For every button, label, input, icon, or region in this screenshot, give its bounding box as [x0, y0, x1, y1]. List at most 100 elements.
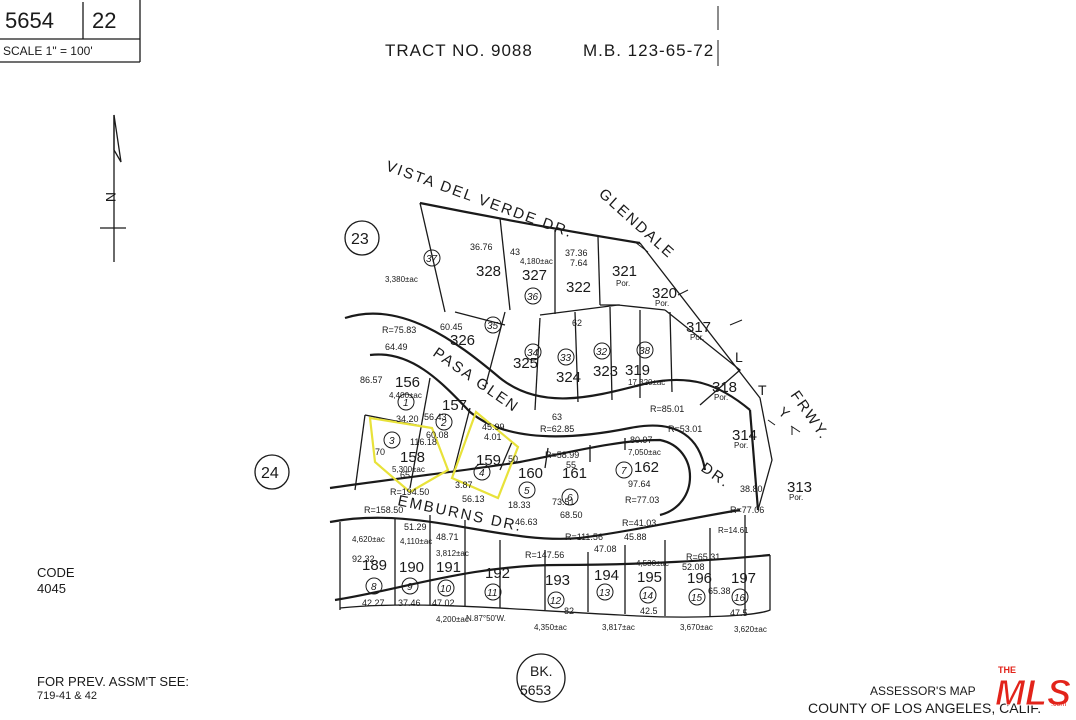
svg-text:3,812±ac: 3,812±ac: [436, 549, 469, 558]
mls-logo-icon: THE MLS .com: [993, 662, 1072, 714]
code-value: 4045: [37, 581, 66, 596]
svg-text:92.32: 92.32: [352, 554, 375, 564]
svg-text:3.87: 3.87: [455, 480, 473, 490]
svg-text:65.38: 65.38: [708, 586, 731, 596]
svg-text:R=194.50: R=194.50: [390, 487, 429, 497]
footer-county: COUNTY OF LOS ANGELES, CALIF.: [808, 700, 1042, 716]
parcel-321: 321: [612, 263, 637, 280]
svg-text:37.46: 37.46: [398, 598, 421, 608]
svg-text:60.45: 60.45: [440, 322, 463, 332]
svg-text:51.29: 51.29: [404, 522, 427, 532]
svg-text:4,110±ac: 4,110±ac: [400, 537, 432, 546]
svg-text:23: 23: [351, 231, 369, 248]
svg-text:Por.: Por.: [616, 279, 630, 288]
parcel-322: 322: [566, 279, 591, 296]
svg-text:5: 5: [524, 486, 530, 497]
circle-15: 15: [688, 588, 706, 606]
svg-text:8: 8: [371, 582, 377, 593]
svg-text:Por.: Por.: [734, 441, 748, 450]
circle-3: 3: [383, 431, 401, 449]
upper-block: [454, 217, 773, 511]
svg-text:R=41.03: R=41.03: [622, 518, 656, 528]
section-number: 22: [92, 8, 116, 33]
parcel-197: 197: [731, 570, 756, 587]
lower-block: [339, 515, 771, 618]
circle-5: 5: [518, 481, 536, 499]
svg-text:34: 34: [527, 348, 539, 359]
parcel-161: 161: [562, 465, 587, 482]
circle-35: 35: [484, 316, 502, 334]
parcel-327: 327: [522, 267, 547, 284]
svg-text:N.87°50'W.: N.87°50'W.: [466, 614, 506, 623]
svg-text:R=58.99: R=58.99: [545, 450, 579, 460]
svg-text:42.27: 42.27: [362, 598, 385, 608]
svg-text:9: 9: [407, 582, 413, 593]
svg-text:45.88: 45.88: [624, 532, 647, 542]
svg-text:L: L: [735, 349, 743, 365]
road-pasa-glen: [329, 312, 760, 517]
parcel-323: 323: [593, 363, 618, 380]
svg-text:R=111.56: R=111.56: [565, 532, 603, 542]
street-frwy: FRWY.: [787, 388, 833, 444]
circle-2: 2: [435, 413, 453, 431]
svg-text:2: 2: [440, 418, 447, 429]
svg-text:47.08: 47.08: [594, 544, 617, 554]
scale-note: SCALE 1" = 100': [3, 44, 93, 58]
svg-text:4,180±ac: 4,180±ac: [520, 257, 553, 266]
svg-text:R=65.31: R=65.31: [686, 552, 720, 562]
circle-8: 8: [365, 577, 383, 595]
prev-assessment-ref: 719-41 & 42: [37, 690, 97, 702]
svg-text:R=85.01: R=85.01: [650, 404, 684, 414]
book-reference: BK. 5653: [516, 653, 566, 703]
circle-10: 10: [437, 579, 455, 597]
street-pasa-glen-dr: DR.: [698, 459, 734, 491]
parcel-193: 193: [545, 572, 570, 589]
svg-text:3,380±ac: 3,380±ac: [385, 275, 418, 284]
parcel-324: 324: [556, 369, 581, 386]
svg-text:THE: THE: [998, 665, 1016, 675]
road-emburns: [329, 508, 771, 602]
svg-text:11: 11: [487, 588, 497, 599]
svg-text:48.71: 48.71: [436, 532, 459, 542]
svg-text:1: 1: [403, 398, 409, 409]
parcel-194: 194: [594, 567, 619, 584]
book-value: 5653: [520, 682, 551, 698]
svg-text:46.63: 46.63: [515, 517, 538, 527]
svg-text:80.97: 80.97: [630, 435, 653, 445]
parcel-192: 192: [485, 565, 510, 582]
svg-text:R=147.56: R=147.56: [525, 550, 564, 560]
circle-33: 33: [557, 348, 575, 366]
circle-9: 9: [401, 577, 419, 595]
parcel-158: 158: [400, 449, 425, 466]
svg-text:16: 16: [734, 593, 746, 604]
parcel-circles: 37 36 35 34 33 32 38 1 2 3 4 5 6 7 8 9 1…: [365, 249, 749, 609]
circle-11: 11: [484, 583, 502, 601]
svg-text:3: 3: [389, 436, 395, 447]
svg-text:65: 65: [400, 470, 410, 480]
svg-text:55: 55: [566, 460, 576, 470]
svg-text:60.08: 60.08: [426, 430, 449, 440]
svg-text:Y: Y: [775, 403, 793, 422]
parcel-326: 326: [450, 332, 475, 349]
parcel-328: 328: [476, 263, 501, 280]
circle-12: 12: [547, 591, 565, 609]
parcel-157: 157: [442, 397, 467, 414]
svg-text:14: 14: [642, 591, 654, 602]
svg-text:3,817±ac: 3,817±ac: [602, 623, 635, 632]
parcel-191: 191: [436, 559, 461, 576]
svg-text:7,050±ac: 7,050±ac: [628, 448, 661, 457]
svg-text:24: 24: [261, 465, 279, 482]
svg-text:56.13: 56.13: [462, 494, 485, 504]
svg-text:70: 70: [375, 447, 385, 457]
svg-text:62: 62: [572, 318, 582, 328]
svg-text:50: 50: [508, 454, 518, 464]
street-glendale: GLENDALE: [595, 185, 678, 262]
circle-6: 6: [561, 488, 579, 506]
north-arrow-icon: N: [100, 114, 126, 262]
street-vista-del-verde: VISTA DEL VERDE DR.: [384, 158, 576, 242]
parcel-317: 317: [686, 319, 711, 336]
parcel-189: 189: [362, 557, 387, 574]
adjacent-map-23: 23: [344, 220, 380, 256]
circle-37: 37: [423, 249, 441, 267]
svg-text:52.08: 52.08: [682, 562, 705, 572]
